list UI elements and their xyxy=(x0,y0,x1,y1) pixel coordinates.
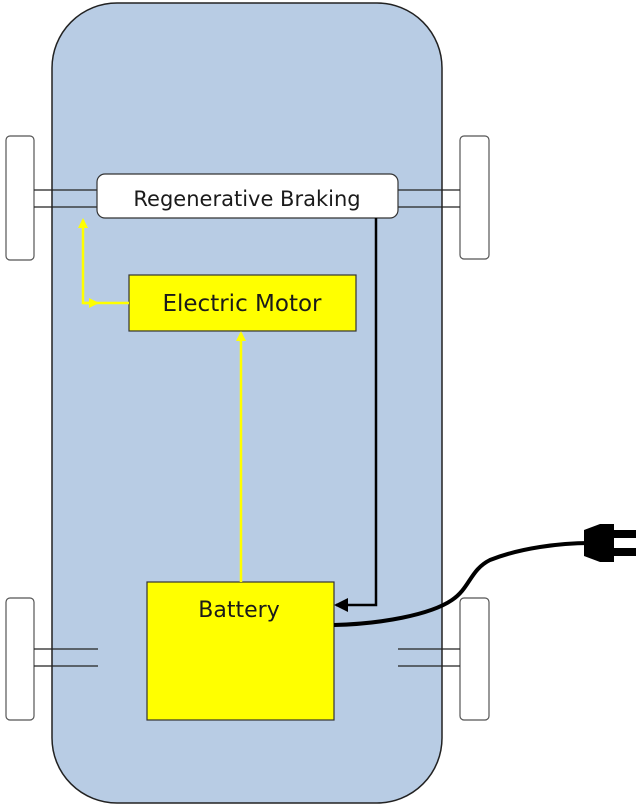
regenerative-braking-label: Regenerative Braking xyxy=(133,187,360,211)
charging-plug-icon xyxy=(584,524,636,562)
front-left-wheel xyxy=(5,135,35,261)
rear-axle xyxy=(34,648,460,667)
battery-box xyxy=(146,581,335,721)
electric-motor-label: Electric Motor xyxy=(162,291,322,317)
rear-left-wheel xyxy=(5,597,35,721)
charging-cable xyxy=(333,541,591,627)
front-right-wheel xyxy=(459,135,490,260)
rear-right-wheel xyxy=(459,597,490,721)
regenerative-braking-box xyxy=(96,173,399,219)
front-axle xyxy=(34,189,460,208)
braking-to-battery-arrow xyxy=(334,218,378,612)
electric-motor-box xyxy=(128,274,357,332)
battery-label: Battery xyxy=(198,598,279,623)
